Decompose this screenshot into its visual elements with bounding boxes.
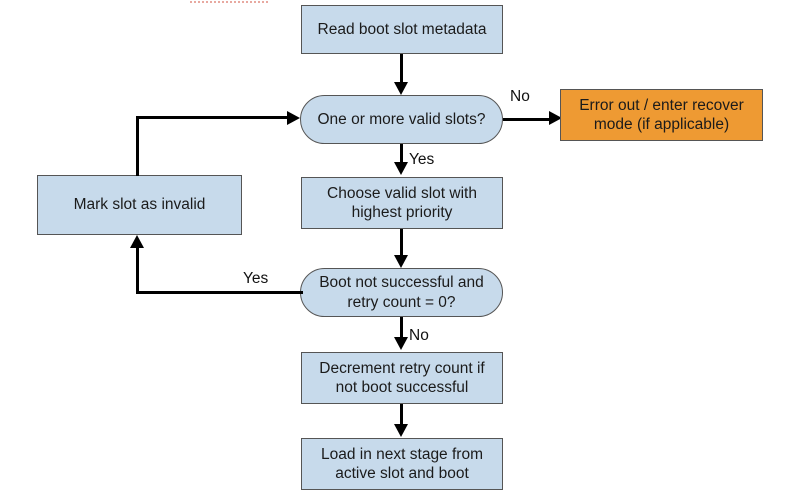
node-choose-valid-slot-highest-priority: Choose valid slot with highest priority: [301, 177, 503, 229]
node-label-load-next-stage-active-slot: Load in next stage from active slot and …: [321, 445, 483, 482]
node-error-out-enter-recover-mode: Error out / enter recover mode (if appli…: [560, 89, 763, 141]
arrowhead-boot-check-no: [394, 337, 408, 350]
node-label-decrement-retry-count: Decrement retry count if not boot succes…: [319, 359, 485, 396]
connector-boot-check-yes: [136, 291, 303, 294]
edge-label-boot-check-yes: Yes: [243, 270, 269, 287]
node-load-next-stage-active-slot: Load in next stage from active slot and …: [301, 438, 503, 490]
arrowhead-metadata-to-valid-slots: [394, 82, 408, 95]
red-dotted-artifact: [190, 1, 268, 3]
arrowhead-choose-slot-to-boot-check: [394, 255, 408, 268]
connector-valid-slots-yes: [400, 144, 403, 164]
connector-mark-invalid-to-valid-slots: [136, 116, 291, 119]
node-label-one-or-more-valid-slots: One or more valid slots?: [317, 110, 486, 128]
connector-decrement-to-load-stage: [400, 404, 403, 426]
node-label-error-out-enter-recover-mode: Error out / enter recover mode (if appli…: [579, 96, 744, 133]
connector-metadata-to-valid-slots: [400, 54, 403, 84]
node-mark-slot-as-invalid: Mark slot as invalid: [37, 175, 242, 235]
arrowhead-valid-slots-yes: [394, 162, 408, 175]
edge-label-valid-slots-no: No: [510, 88, 530, 105]
connector-boot-check-yes-up: [136, 246, 139, 291]
arrowhead-valid-slots-no: [549, 111, 562, 125]
node-label-boot-not-successful-retry-zero: Boot not successful and retry count = 0?: [319, 274, 484, 311]
edge-label-boot-check-no: No: [409, 327, 429, 344]
arrowhead-decrement-to-load-stage: [394, 424, 408, 437]
arrowhead-boot-check-yes-to-mark-invalid: [130, 235, 144, 248]
node-label-choose-valid-slot-highest-priority: Choose valid slot with highest priority: [327, 184, 477, 221]
connector-valid-slots-no: [503, 118, 553, 121]
node-boot-not-successful-retry-zero: Boot not successful and retry count = 0?: [300, 268, 503, 317]
node-label-mark-slot-as-invalid: Mark slot as invalid: [73, 196, 206, 214]
node-label-read-boot-slot-metadata: Read boot slot metadata: [317, 20, 487, 38]
arrowhead-mark-invalid-to-valid-slots: [287, 111, 300, 125]
node-decrement-retry-count: Decrement retry count if not boot succes…: [301, 352, 503, 404]
connector-mark-invalid-up: [136, 116, 139, 176]
connector-boot-check-no: [400, 317, 403, 339]
node-read-boot-slot-metadata: Read boot slot metadata: [301, 5, 503, 54]
connector-choose-slot-to-boot-check: [400, 229, 403, 256]
node-one-or-more-valid-slots: One or more valid slots?: [300, 95, 503, 144]
edge-label-valid-slots-yes: Yes: [409, 151, 435, 168]
